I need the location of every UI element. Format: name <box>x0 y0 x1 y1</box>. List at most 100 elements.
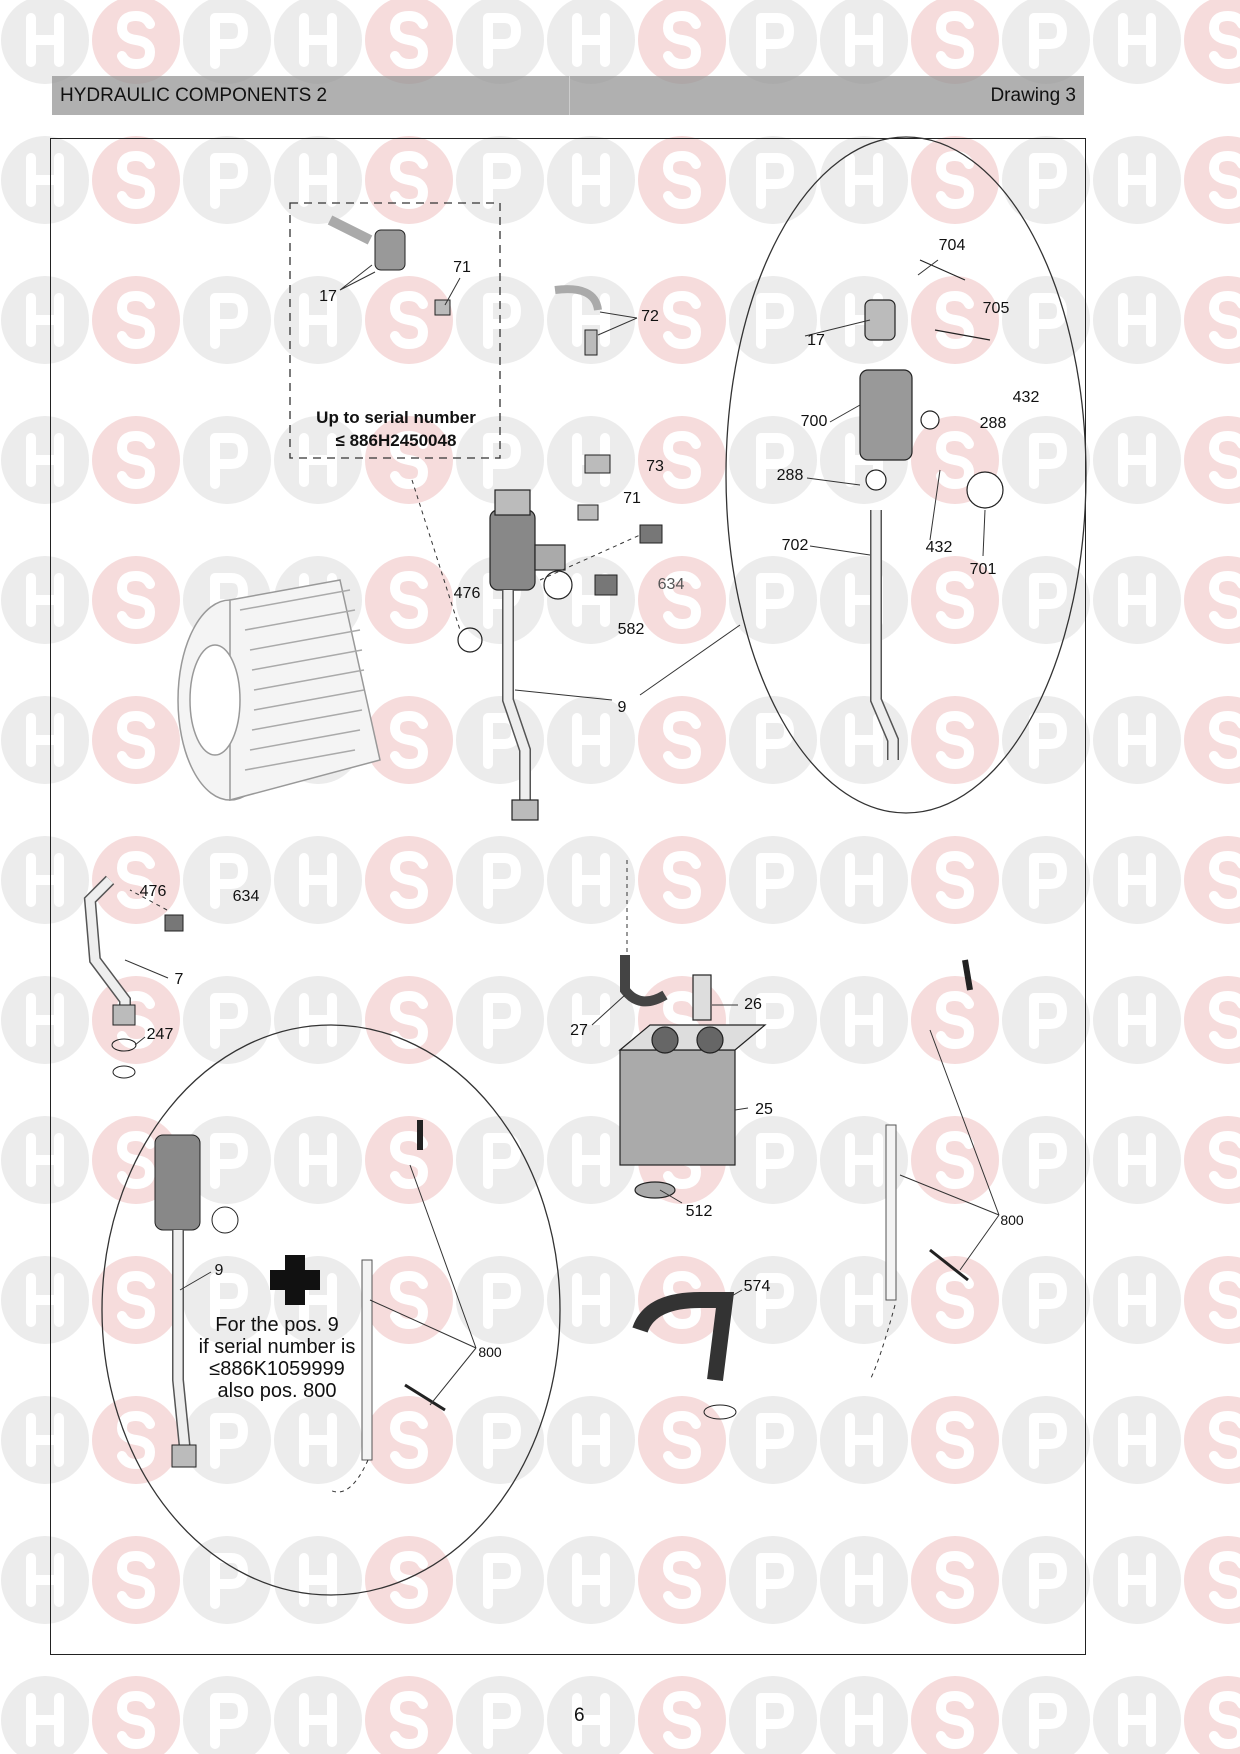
watermark-badge <box>456 836 544 924</box>
callout-800b: 800 <box>478 1344 502 1360</box>
watermark-badge <box>1093 696 1181 784</box>
watermark-badge <box>365 416 453 504</box>
watermark-badge <box>1093 1116 1181 1204</box>
callout-432a: 432 <box>1012 389 1040 406</box>
detail-ellipse-left <box>101 1024 561 1596</box>
watermark-badge <box>92 416 180 504</box>
callout-17a: 17 <box>319 288 337 305</box>
watermark-badge <box>456 1676 544 1754</box>
page-header: HYDRAULIC COMPONENTS 2 Drawing 3 <box>52 76 1084 115</box>
watermark-badge <box>1002 836 1090 924</box>
watermark-badge <box>911 696 999 784</box>
watermark-badge <box>1 976 89 1064</box>
pos9-note-line-2: if serial number is <box>198 1336 356 1358</box>
callout-432b: 432 <box>925 539 953 556</box>
watermark-badge <box>547 276 635 364</box>
watermark-badge <box>911 1536 999 1624</box>
watermark-badge <box>274 1396 362 1484</box>
heat-exchanger <box>177 579 381 801</box>
watermark-badge <box>1184 1256 1240 1344</box>
watermark-badge <box>638 556 726 644</box>
watermark-badge <box>729 1536 817 1624</box>
watermark-badge <box>729 1396 817 1484</box>
watermark-badge <box>729 976 817 1064</box>
watermark-badge <box>92 556 180 644</box>
watermark-badge <box>1002 1536 1090 1624</box>
auto-air-vent <box>327 215 663 596</box>
watermark-badge <box>911 0 999 84</box>
watermark-badge <box>183 836 271 924</box>
callout-476b: 476 <box>139 883 167 900</box>
callout-701: 701 <box>969 561 997 578</box>
watermark-badge <box>1184 836 1240 924</box>
watermark-badge <box>1002 136 1090 224</box>
watermark-badge <box>274 1536 362 1624</box>
watermark-badge <box>365 696 453 784</box>
detail-ellipse-right <box>725 136 1087 814</box>
watermark-badge <box>729 1676 817 1754</box>
watermark-badge <box>92 1396 180 1484</box>
watermark-badge <box>1093 1396 1181 1484</box>
watermark-badge <box>1184 1396 1240 1484</box>
watermark-badge <box>911 556 999 644</box>
air-separator-assembly <box>457 489 573 821</box>
watermark-badge <box>1002 1676 1090 1754</box>
callout-476a: 476 <box>453 585 481 602</box>
callout-9b: 9 <box>214 1262 224 1279</box>
watermark-badge <box>1184 1536 1240 1624</box>
watermark-badge <box>911 276 999 364</box>
callout-9a: 9 <box>617 699 627 716</box>
watermark-badge <box>1184 696 1240 784</box>
watermark-badge <box>1002 0 1090 84</box>
serial-note-line-1: Up to serial number <box>316 408 476 427</box>
watermark-badge <box>274 416 362 504</box>
watermark-badge <box>1 136 89 224</box>
callout-17b: 17 <box>807 332 825 349</box>
watermark-badge <box>92 1676 180 1754</box>
watermark-badge <box>183 1256 271 1344</box>
watermark-badge <box>729 836 817 924</box>
watermark-badge <box>183 976 271 1064</box>
watermark-badge <box>1093 0 1181 84</box>
watermark-badge <box>1 836 89 924</box>
watermark-badge <box>183 1116 271 1204</box>
watermark-badge <box>1002 1256 1090 1344</box>
watermark-badge <box>1184 416 1240 504</box>
watermark-badge <box>729 416 817 504</box>
watermark-badge <box>365 136 453 224</box>
watermark-badge <box>1093 276 1181 364</box>
watermark-badge <box>1 1536 89 1624</box>
watermark-badge <box>638 276 726 364</box>
callout-71b: 71 <box>623 490 641 507</box>
watermark-badge <box>1 1256 89 1344</box>
watermark-badge <box>92 696 180 784</box>
serial-number-note: Up to serial number ≤ 886H2450048 <box>296 406 496 452</box>
watermark-badge <box>1093 1256 1181 1344</box>
callout-634a: 634 <box>657 576 685 593</box>
watermark-badge <box>911 1396 999 1484</box>
watermark-badge <box>365 976 453 1064</box>
watermark-badge <box>274 136 362 224</box>
watermark-badge <box>365 1676 453 1754</box>
watermark-badge <box>92 276 180 364</box>
watermark-badge <box>365 1116 453 1204</box>
watermark-badge <box>638 836 726 924</box>
callout-704: 704 <box>938 237 966 254</box>
callout-7: 7 <box>174 971 184 988</box>
watermark-badge <box>365 1396 453 1484</box>
watermark-badge <box>547 0 635 84</box>
watermark-badge <box>820 1676 908 1754</box>
watermark-badge <box>638 1396 726 1484</box>
watermark-badge <box>911 836 999 924</box>
callout-512: 512 <box>685 1203 713 1220</box>
watermark-badge <box>183 1536 271 1624</box>
watermark-badge <box>547 136 635 224</box>
watermark-badge <box>1093 836 1181 924</box>
watermark-badge <box>547 1676 635 1754</box>
watermark-badge <box>92 0 180 84</box>
watermark-badge <box>1184 136 1240 224</box>
watermark-badge <box>365 556 453 644</box>
watermark-badge <box>183 0 271 84</box>
watermark-badge <box>638 696 726 784</box>
